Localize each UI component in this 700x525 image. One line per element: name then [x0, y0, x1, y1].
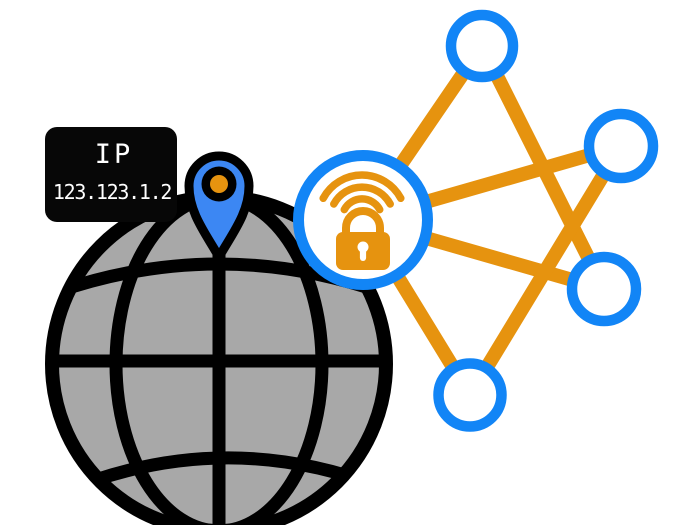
wifi-arc-inner [340, 195, 384, 214]
network-nodes [433, 9, 659, 432]
pin-center-dot [210, 175, 228, 193]
padlock-icon [336, 207, 390, 270]
network-edge [463, 139, 628, 402]
wifi-arc-middle [330, 183, 394, 208]
ip-address-label: IP 123.123.1.2 [45, 127, 177, 222]
network-node [566, 251, 642, 327]
network-node [433, 358, 507, 432]
ip-label-value: 123.123.1.2 [53, 180, 171, 204]
padlock-shackle [342, 207, 384, 237]
wifi-icon [319, 171, 405, 214]
ip-label-title: IP [95, 139, 134, 170]
ip-label-box [45, 127, 177, 222]
network-node [445, 9, 519, 83]
location-pin-icon [184, 151, 254, 262]
network-edge [475, 39, 611, 296]
secure-hub [293, 150, 433, 290]
wifi-arc-outer [319, 171, 405, 203]
globe-icon [45, 190, 393, 525]
keyhole [357, 241, 369, 261]
network-node [583, 108, 659, 184]
